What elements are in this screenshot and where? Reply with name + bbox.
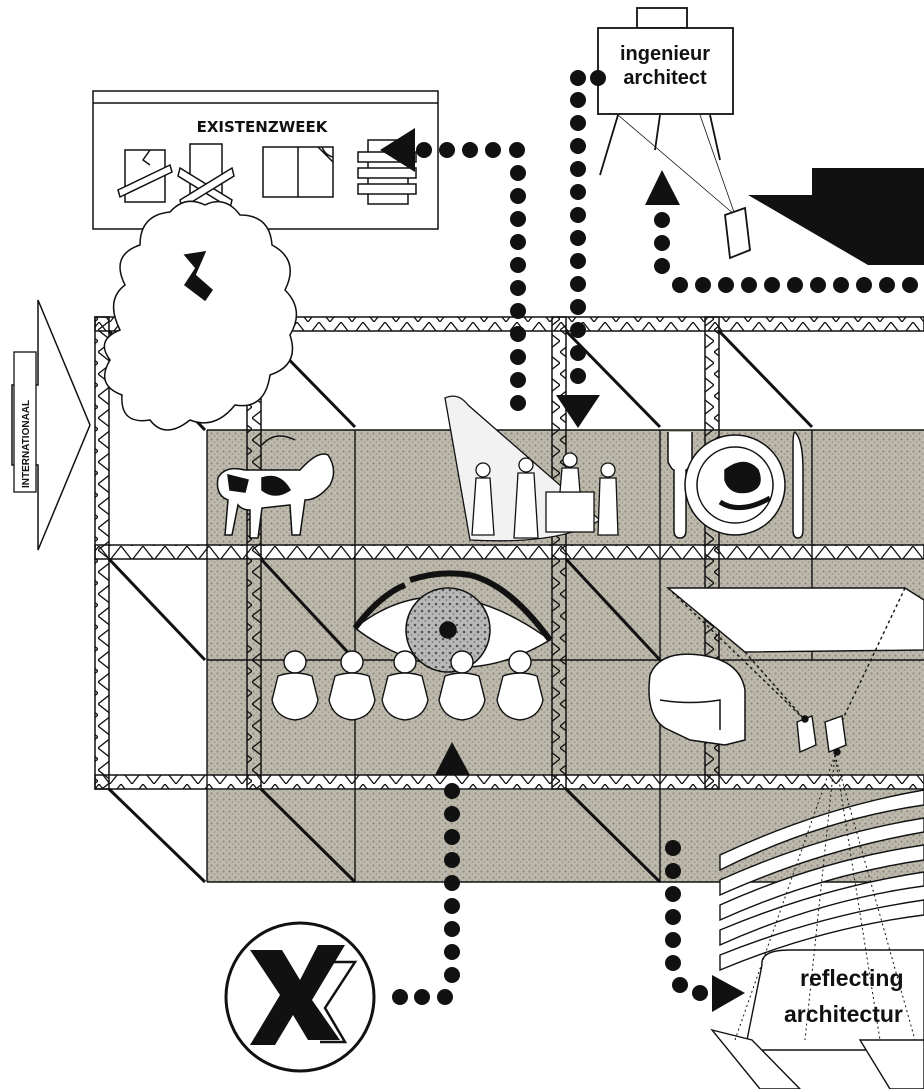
dotted-path-existenz [380, 128, 526, 411]
existenzweek-board: EXISTENZWEEK [92, 90, 439, 230]
internationaal-arrow: INTERNATIONAAL [11, 299, 91, 551]
existenzweek-title: EXISTENZWEEK [197, 118, 329, 136]
reflecting-panels [710, 754, 924, 1089]
cobweb-window-icon [262, 146, 334, 198]
dotted-path-ingenieur [556, 70, 606, 428]
architect-label: architect [623, 67, 707, 89]
projector-screen-icon [666, 587, 924, 756]
dotted-path-easel [645, 170, 918, 293]
reflecting-label: reflecting [800, 965, 904, 991]
floor-lower-texture [207, 790, 924, 882]
x-logo-icon [224, 921, 376, 1073]
easel-icon [597, 7, 751, 260]
eye-icon [352, 570, 553, 673]
truss-frame [94, 316, 924, 884]
big-down-arrow [748, 168, 924, 265]
performers-icon [444, 395, 619, 542]
internationaal-label: INTERNATIONAAL [21, 400, 32, 488]
plate-icon [667, 431, 804, 539]
architecture-label: architectur [784, 1001, 903, 1027]
dotted-path-logo [392, 742, 470, 1005]
dotted-path-reflecting [665, 840, 745, 1012]
cloud-icon [103, 200, 298, 431]
cow-icon [216, 435, 335, 539]
seated-figures-icon [271, 650, 544, 721]
ingenieur-label: ingenieur [620, 43, 710, 65]
broken-door-icon [117, 149, 173, 203]
armchair-icon [648, 653, 746, 746]
